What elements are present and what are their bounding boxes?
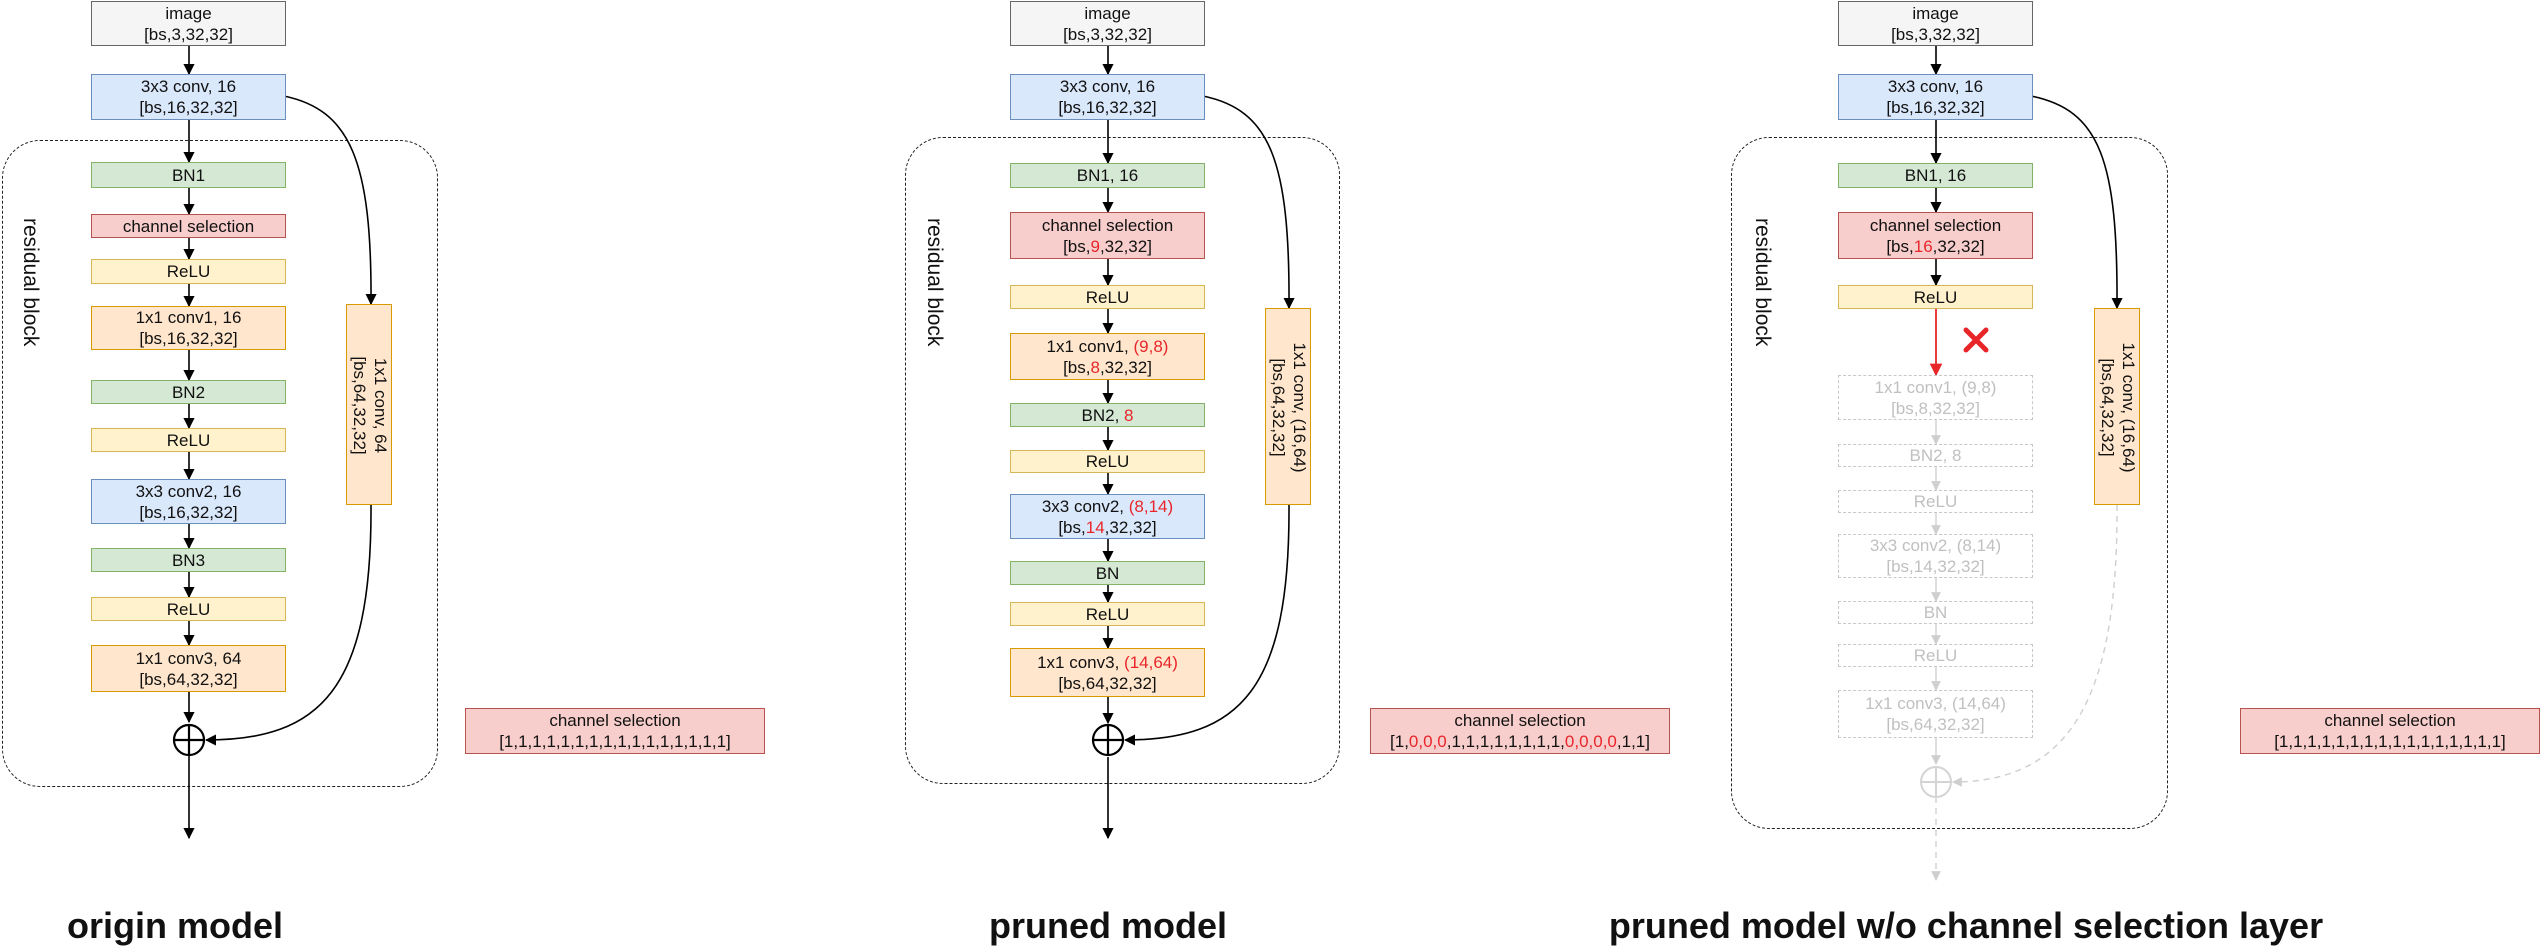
relu1-block: ReLU: [1838, 285, 2033, 309]
conv0-block: 3x3 conv, 16[bs,16,32,32]: [1010, 74, 1205, 120]
shortcut-conv-block: 1x1 conv, (16,64)[bs,64,32,32]: [1265, 308, 1311, 505]
channel-selection-block: channel selection [bs,9,32,32]: [1010, 212, 1205, 259]
relu1-block: ReLU: [1010, 285, 1205, 309]
conv3-block-removed: 1x1 conv3, (14,64)[bs,64,32,32]: [1838, 690, 2033, 738]
bn1-block: BN1: [91, 162, 286, 188]
add-node: [1091, 723, 1125, 757]
image-input-block: image[bs,3,32,32]: [1838, 1, 2033, 46]
add-node: [172, 723, 206, 757]
channel-selection-block: channel selection: [91, 214, 286, 238]
relu3-block-removed: ReLU: [1838, 644, 2033, 667]
relu3-block: ReLU: [91, 597, 286, 621]
conv2-block: 3x3 conv2, 16[bs,16,32,32]: [91, 479, 286, 524]
shortcut-conv-block: 1x1 conv, 64[bs,64,32,32]: [346, 304, 392, 505]
residual-block-label: residual block: [19, 218, 42, 347]
channel-selection-vector: channel selection[1,1,1,1,1,1,1,1,1,1,1,…: [2240, 708, 2540, 754]
bn3-block: BN3: [91, 548, 286, 572]
relu1-block: ReLU: [91, 259, 286, 284]
diagram-title-nocs: pruned model w/o channel selection layer: [1608, 905, 2324, 946]
residual-block-region: [1731, 137, 2168, 829]
channel-selection-block: channel selection [bs,16,32,32]: [1838, 212, 2033, 259]
conv1-block: 1x1 conv1, 16[bs,16,32,32]: [91, 306, 286, 350]
bn2-block: BN2: [91, 380, 286, 404]
bn3-block: BN: [1010, 561, 1205, 585]
conv0-block: 3x3 conv, 16[bs,16,32,32]: [1838, 74, 2033, 120]
channel-selection-vector: channel selection [1,0,0,0,1,1,1,1,1,1,1…: [1370, 708, 1670, 754]
conv1-block: 1x1 conv1, (9,8) [bs,8,32,32]: [1010, 333, 1205, 380]
image-input-block: image[bs,3,32,32]: [91, 1, 286, 46]
bn1-block: BN1, 16: [1010, 163, 1205, 188]
residual-block-label: residual block: [1751, 218, 1774, 347]
diagram-title-origin: origin model: [67, 905, 283, 946]
bn2-block-removed: BN2, 8: [1838, 444, 2033, 467]
conv2-block-removed: 3x3 conv2, (8,14)[bs,14,32,32]: [1838, 534, 2033, 578]
bn1-block: BN1, 16: [1838, 163, 2033, 188]
relu2-block: ReLU: [1010, 450, 1205, 473]
add-node-faded: [1920, 766, 1952, 798]
conv1-block-removed: 1x1 conv1, (9,8)[bs,8,32,32]: [1838, 375, 2033, 420]
relu3-block: ReLU: [1010, 602, 1205, 626]
residual-block-region: [905, 137, 1340, 784]
image-input-block: image[bs,3,32,32]: [1010, 1, 1205, 46]
bn3-block-removed: BN: [1838, 601, 2033, 624]
red-x-icon: [1963, 327, 1989, 353]
relu2-block: ReLU: [91, 428, 286, 452]
relu2-block-removed: ReLU: [1838, 490, 2033, 513]
bn2-block: BN2, 8: [1010, 403, 1205, 427]
conv3-block: 1x1 conv3, (14,64) [bs,64,32,32]: [1010, 648, 1205, 697]
shortcut-conv-block: 1x1 conv, (16,64)[bs,64,32,32]: [2094, 308, 2140, 505]
conv3-block: 1x1 conv3, 64[bs,64,32,32]: [91, 645, 286, 692]
residual-block-label: residual block: [923, 218, 946, 347]
channel-selection-vector: channel selection[1,1,1,1,1,1,1,1,1,1,1,…: [465, 708, 765, 754]
residual-block-region: [2, 140, 438, 787]
conv2-block: 3x3 conv2, (8,14) [bs,14,32,32]: [1010, 494, 1205, 539]
diagram-title-pruned: pruned model: [988, 905, 1227, 946]
conv0-block: 3x3 conv, 16[bs,16,32,32]: [91, 74, 286, 120]
